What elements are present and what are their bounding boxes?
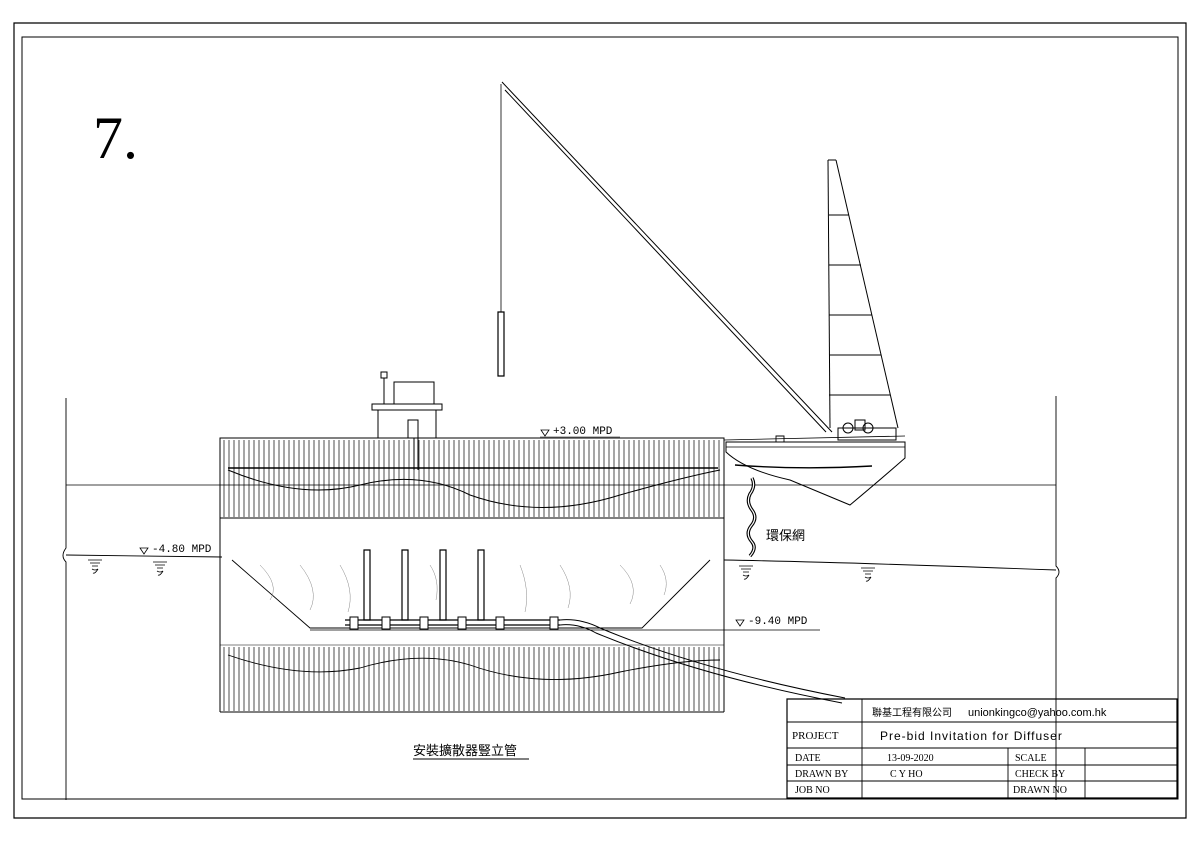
crane-boom xyxy=(828,160,898,428)
level-triangle xyxy=(736,620,744,626)
cabin-mast-top xyxy=(381,372,387,378)
excavation-cracks xyxy=(260,565,666,612)
hoisted-riser xyxy=(498,312,504,376)
wale-curve xyxy=(228,470,720,508)
cabin-roof xyxy=(372,404,442,410)
seabed-line-right xyxy=(724,560,1056,570)
boom-left-chord xyxy=(828,160,830,428)
barge-rubbing-strip xyxy=(735,465,872,468)
title-block-frame xyxy=(787,699,1177,798)
tb-check-by-label: CHECK BY xyxy=(1015,769,1065,780)
tb-date-label: DATE xyxy=(795,753,821,764)
barge-bow-line xyxy=(724,436,905,440)
winch-base xyxy=(838,428,896,440)
seabed-mark xyxy=(739,566,753,579)
winch-frame xyxy=(855,420,865,430)
level-label-seabed: -4.80 MPD xyxy=(152,544,212,556)
cofferdam-top-band xyxy=(220,438,724,518)
winch-drum xyxy=(842,422,854,434)
seabed-mark xyxy=(153,562,167,575)
silt-curtain-inner xyxy=(748,478,755,556)
level-marker-dredge: -9.40 MPD xyxy=(736,616,808,628)
site-cabin xyxy=(372,372,442,470)
sheet-pile-upper xyxy=(224,440,719,517)
left-boundary-line xyxy=(63,398,66,800)
level-label-deck: +3.00 MPD xyxy=(553,426,613,438)
seabed-marks xyxy=(88,560,875,581)
right-boundary-line xyxy=(1056,396,1059,800)
tb-project-label: PROJECT xyxy=(792,730,839,742)
tb-scale-label: SCALE xyxy=(1015,753,1047,764)
riser-2 xyxy=(402,550,408,620)
level-triangle xyxy=(541,430,549,436)
winch-machinery xyxy=(838,420,896,440)
sheet-pile-lower xyxy=(224,647,719,711)
cabin-door xyxy=(408,420,418,438)
clamp xyxy=(496,617,504,629)
outer-border xyxy=(14,23,1186,818)
level-marker-deck: +3.00 MPD xyxy=(540,426,620,438)
level-label-dredge: -9.40 MPD xyxy=(748,616,808,628)
winch-drum xyxy=(862,422,874,434)
riser-3 xyxy=(440,550,446,620)
jib-lower xyxy=(505,90,826,432)
tb-date-value: 13-09-2020 xyxy=(887,753,934,764)
seabed-mark xyxy=(88,560,102,573)
silt-curtain-label: 環保網 xyxy=(766,528,805,543)
clamp xyxy=(350,617,358,629)
clamp xyxy=(550,617,558,629)
tb-drawn-by-value: C Y HO xyxy=(890,769,923,780)
cabin-body xyxy=(378,410,436,438)
lower-pile-curve xyxy=(228,655,720,680)
cabin-upper xyxy=(394,382,434,404)
riser-1 xyxy=(364,550,370,620)
tb-drawn-no-label: DRAWN NO xyxy=(1013,785,1067,796)
sheet-number: 7. xyxy=(93,105,138,171)
riser-4 xyxy=(478,550,484,620)
clamp xyxy=(420,617,428,629)
tb-drawn-by-label: DRAWN BY xyxy=(795,769,848,780)
deck-bollard xyxy=(776,436,784,442)
level-marker-seabed: -4.80 MPD xyxy=(140,544,212,556)
excavation-outline xyxy=(232,560,710,628)
seabed-line-left xyxy=(66,555,222,557)
drawing-caption: 安裝擴散器豎立管 xyxy=(413,743,517,758)
seabed-mark xyxy=(861,568,875,581)
pipe-clamps xyxy=(350,617,558,629)
tb-email: unionkingco@yahoo.com.hk xyxy=(968,707,1107,719)
clamp xyxy=(382,617,390,629)
boom-right-chord xyxy=(836,160,898,428)
outfall-pipe-top xyxy=(560,620,845,698)
outfall-pipe-bottom xyxy=(560,625,842,703)
title-block xyxy=(787,699,1177,798)
tb-job-no-label: JOB NO xyxy=(795,785,830,796)
level-triangle xyxy=(140,548,148,554)
barge-hull xyxy=(726,442,905,505)
jib-upper xyxy=(502,82,832,432)
clamp xyxy=(458,617,466,629)
tb-project-value: Pre-bid Invitation for Diffuser xyxy=(880,729,1063,743)
tb-company: 聯基工程有限公司 xyxy=(872,706,952,719)
inner-border xyxy=(22,37,1178,799)
diffuser-risers xyxy=(364,550,484,620)
